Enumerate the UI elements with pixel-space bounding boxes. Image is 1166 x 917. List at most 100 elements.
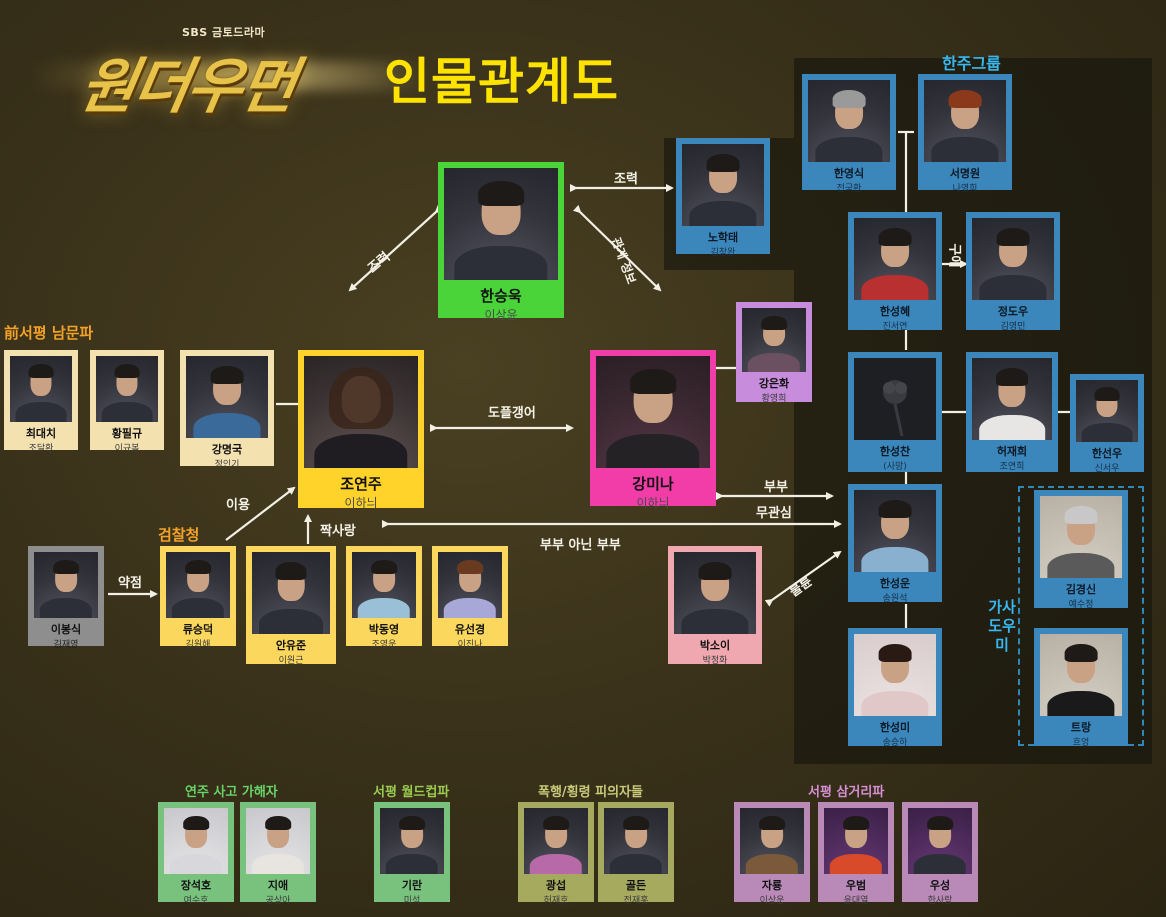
rel-label-couple: 부부 — [764, 476, 788, 495]
character-name: 우범 — [824, 877, 888, 893]
portrait-han-sungchan — [854, 358, 936, 440]
portrait-seo-myungwon — [924, 80, 1006, 162]
actor-name: 진서연 — [854, 319, 936, 332]
character-card-useong[interactable]: 우성 한사랑 — [902, 802, 978, 902]
portrait-choi-daechi — [10, 356, 72, 422]
character-name: 지애 — [246, 877, 310, 893]
portrait-yoo-seongyeong — [438, 552, 502, 618]
actor-name: 김재영 — [34, 637, 98, 650]
actor-name: 윤대열 — [824, 893, 888, 906]
portrait-hwang-pilgyu — [96, 356, 158, 422]
actor-name: (사망) — [854, 459, 936, 472]
character-card-kang-myungguk[interactable]: 강명국 정인기 — [180, 350, 274, 466]
portrait-han-seungwook — [444, 168, 558, 280]
character-card-kim-gyeongsin[interactable]: 김경신 예수정 — [1034, 490, 1128, 608]
character-card-trang[interactable]: 트랑 흐엉 — [1034, 628, 1128, 746]
actor-name: 허재호 — [524, 893, 588, 906]
character-card-hwang-pilgyu[interactable]: 황필규 이규복 — [90, 350, 164, 450]
character-name: 한승욱 — [444, 285, 558, 306]
character-card-yoo-seongyeong[interactable]: 유선경 이진나 — [432, 546, 508, 646]
character-card-ahn-yujun[interactable]: 안유준 이원근 — [246, 546, 336, 664]
actor-name: 조영운 — [352, 637, 416, 650]
character-card-jaryong[interactable]: 자룡 이상운 — [734, 802, 810, 902]
portrait-park-dongyoung — [352, 552, 416, 618]
rel-label-indifferent: 무관심 — [756, 502, 792, 521]
actor-name: 나영희 — [924, 181, 1006, 194]
character-name: 박소이 — [674, 637, 756, 653]
portrait-ubeom — [824, 808, 888, 874]
character-card-lee-bongsik[interactable]: 이봉식 김재영 — [28, 546, 104, 646]
character-card-ubeom[interactable]: 우범 윤대열 — [818, 802, 894, 902]
portrait-useong — [908, 808, 972, 874]
portrait-lee-bongsik — [34, 552, 98, 618]
portrait-jang-seokho — [164, 808, 228, 874]
portrait-trang — [1040, 634, 1122, 716]
character-card-ryu-seungdeok[interactable]: 류승덕 김원해 — [160, 546, 236, 646]
actor-name: 미석 — [380, 893, 444, 906]
portrait-heo-jaehee — [972, 358, 1052, 440]
portrait-kang-myungguk — [186, 356, 268, 438]
character-name: 골든 — [604, 877, 668, 893]
actor-name: 송승하 — [854, 735, 936, 748]
portrait-jo-yeonju — [304, 356, 418, 468]
portrait-no-haktae — [682, 144, 764, 226]
character-card-choi-daechi[interactable]: 최대치 조달환 — [4, 350, 78, 450]
character-card-han-seonwoo[interactable]: 한선우 신서우 — [1070, 374, 1144, 472]
actor-name: 이상운 — [740, 893, 804, 906]
actor-name: 전국환 — [808, 181, 890, 194]
character-card-park-soi[interactable]: 박소이 박정화 — [668, 546, 762, 664]
character-card-kang-mina[interactable]: 강미나 이하늬 — [590, 350, 716, 506]
character-card-jung-dowoo[interactable]: 정도우 김영민 — [966, 212, 1060, 330]
portrait-han-youngsik — [808, 80, 890, 162]
character-card-han-sunghye[interactable]: 한성혜 진서연 — [848, 212, 942, 330]
actor-name: 예수정 — [1040, 597, 1122, 610]
rel-label-weakness: 약점 — [118, 572, 142, 591]
portrait-giran — [380, 808, 444, 874]
portrait-ahn-yujun — [252, 552, 330, 634]
character-card-gwangseop[interactable]: 광섭 허재호 — [518, 802, 594, 902]
character-name: 이봉식 — [34, 621, 98, 637]
character-name: 황필규 — [96, 425, 158, 441]
rel-line-hanseungwook-jo — [350, 212, 436, 290]
portrait-kang-eunhwa — [742, 308, 806, 372]
character-card-no-haktae[interactable]: 노학태 김창완 — [676, 138, 770, 254]
rel-label-doppelganger: 도플갱어 — [488, 402, 536, 421]
actor-name: 공상아 — [246, 893, 310, 906]
character-card-jiae[interactable]: 지애 공상아 — [240, 802, 316, 902]
character-name: 박동영 — [352, 621, 416, 637]
character-name: 조연주 — [304, 473, 418, 494]
character-card-seo-myungwon[interactable]: 서명원 나영희 — [918, 74, 1012, 190]
character-card-han-sungwoon[interactable]: 한성운 송원석 — [848, 484, 942, 602]
character-card-kang-eunhwa[interactable]: 강은화 황영희 — [736, 302, 812, 402]
character-name: 강명국 — [186, 441, 268, 457]
actor-name: 이상윤 — [444, 306, 558, 323]
portrait-han-seonwoo — [1076, 380, 1138, 442]
character-card-giran[interactable]: 기란 미석 — [374, 802, 450, 902]
character-card-heo-jaehee[interactable]: 허재희 조연희 — [966, 352, 1058, 472]
character-card-park-dongyoung[interactable]: 박동영 조영운 — [346, 546, 422, 646]
actor-name: 황영희 — [742, 391, 806, 404]
character-name: 한영식 — [808, 165, 890, 181]
portrait-han-sunghye — [854, 218, 936, 300]
character-name: 한성미 — [854, 719, 936, 735]
actor-name: 이규복 — [96, 441, 158, 454]
character-card-jang-seokho[interactable]: 장석호 여수호 — [158, 802, 234, 902]
character-name: 김경신 — [1040, 581, 1122, 597]
character-card-han-youngsik[interactable]: 한영식 전국환 — [802, 74, 896, 190]
actor-name: 한사랑 — [908, 893, 972, 906]
character-card-han-seungwook[interactable]: 한승욱 이상윤 — [438, 162, 564, 318]
character-name: 서명원 — [924, 165, 1006, 181]
portrait-han-sungmi — [854, 634, 936, 716]
character-card-han-sungchan[interactable]: 한성찬 (사망) — [848, 352, 942, 472]
character-card-golden[interactable]: 골든 전재홍 — [598, 802, 674, 902]
rel-label-crush: 짝사랑 — [320, 520, 356, 539]
character-card-jo-yeonju[interactable]: 조연주 이하늬 — [298, 350, 424, 508]
portrait-jiae — [246, 808, 310, 874]
character-name: 강은화 — [742, 375, 806, 391]
actor-name: 박정화 — [674, 653, 756, 666]
actor-name: 이원근 — [252, 653, 330, 666]
character-name: 기란 — [380, 877, 444, 893]
actor-name: 김원해 — [166, 637, 230, 650]
actor-name: 김영민 — [972, 319, 1054, 332]
character-card-han-sungmi[interactable]: 한성미 송승하 — [848, 628, 942, 746]
